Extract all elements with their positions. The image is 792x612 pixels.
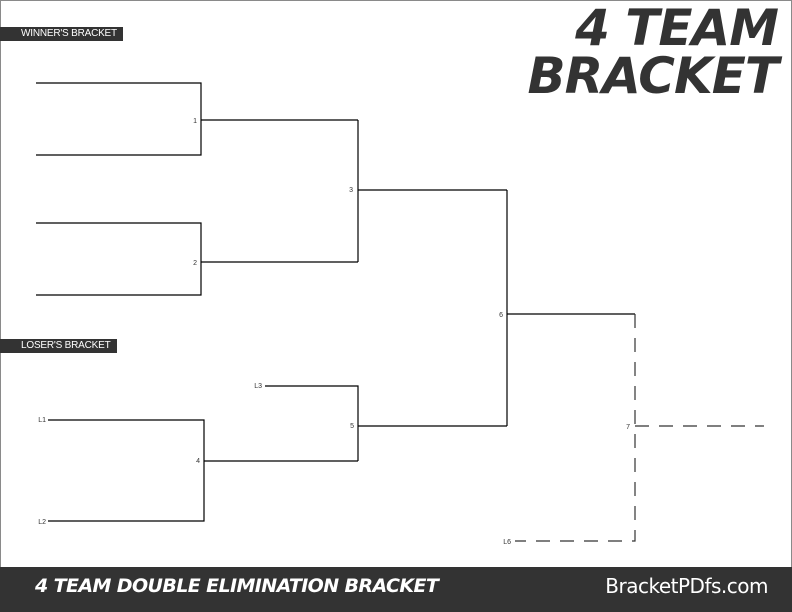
match-label-2: 2 bbox=[193, 260, 197, 267]
slot-label-l2: L2 bbox=[38, 519, 46, 526]
match-label-7: 7 bbox=[626, 424, 630, 431]
match-label-6: 6 bbox=[499, 312, 503, 319]
page-title: 4 TEAM BRACKET bbox=[527, 0, 779, 105]
footer-site: BracketPDfs.com bbox=[605, 574, 768, 598]
winners-bracket-tag: WINNER'S BRACKET bbox=[0, 27, 123, 41]
slot-label-l6: L6 bbox=[503, 539, 511, 546]
slot-label-l3: L3 bbox=[254, 383, 262, 390]
match-label-1: 1 bbox=[193, 118, 197, 125]
match-7-dashed-slots[interactable] bbox=[515, 314, 636, 542]
match-1-slots[interactable] bbox=[36, 82, 202, 156]
match-label-3: 3 bbox=[349, 187, 353, 194]
title-line-2: BRACKET bbox=[527, 47, 779, 105]
match-5-slots[interactable] bbox=[265, 385, 359, 461]
bracket-diagram: 1 2 3 4 5 6 7 L1 L2 L3 L6 bbox=[36, 82, 764, 546]
title-line-1: 4 TEAM bbox=[575, 0, 779, 57]
losers-bracket-tag: LOSER'S BRACKET bbox=[0, 339, 117, 353]
match-label-4: 4 bbox=[196, 458, 200, 465]
footer-bar: 4 TEAM DOUBLE ELIMINATION BRACKET Bracke… bbox=[0, 567, 792, 612]
match-label-5: 5 bbox=[350, 423, 354, 430]
match-4-slots[interactable] bbox=[48, 419, 205, 522]
match-2-slots[interactable] bbox=[36, 222, 202, 296]
footer-title: 4 TEAM DOUBLE ELIMINATION BRACKET bbox=[35, 575, 439, 597]
slot-label-l1: L1 bbox=[38, 417, 46, 424]
